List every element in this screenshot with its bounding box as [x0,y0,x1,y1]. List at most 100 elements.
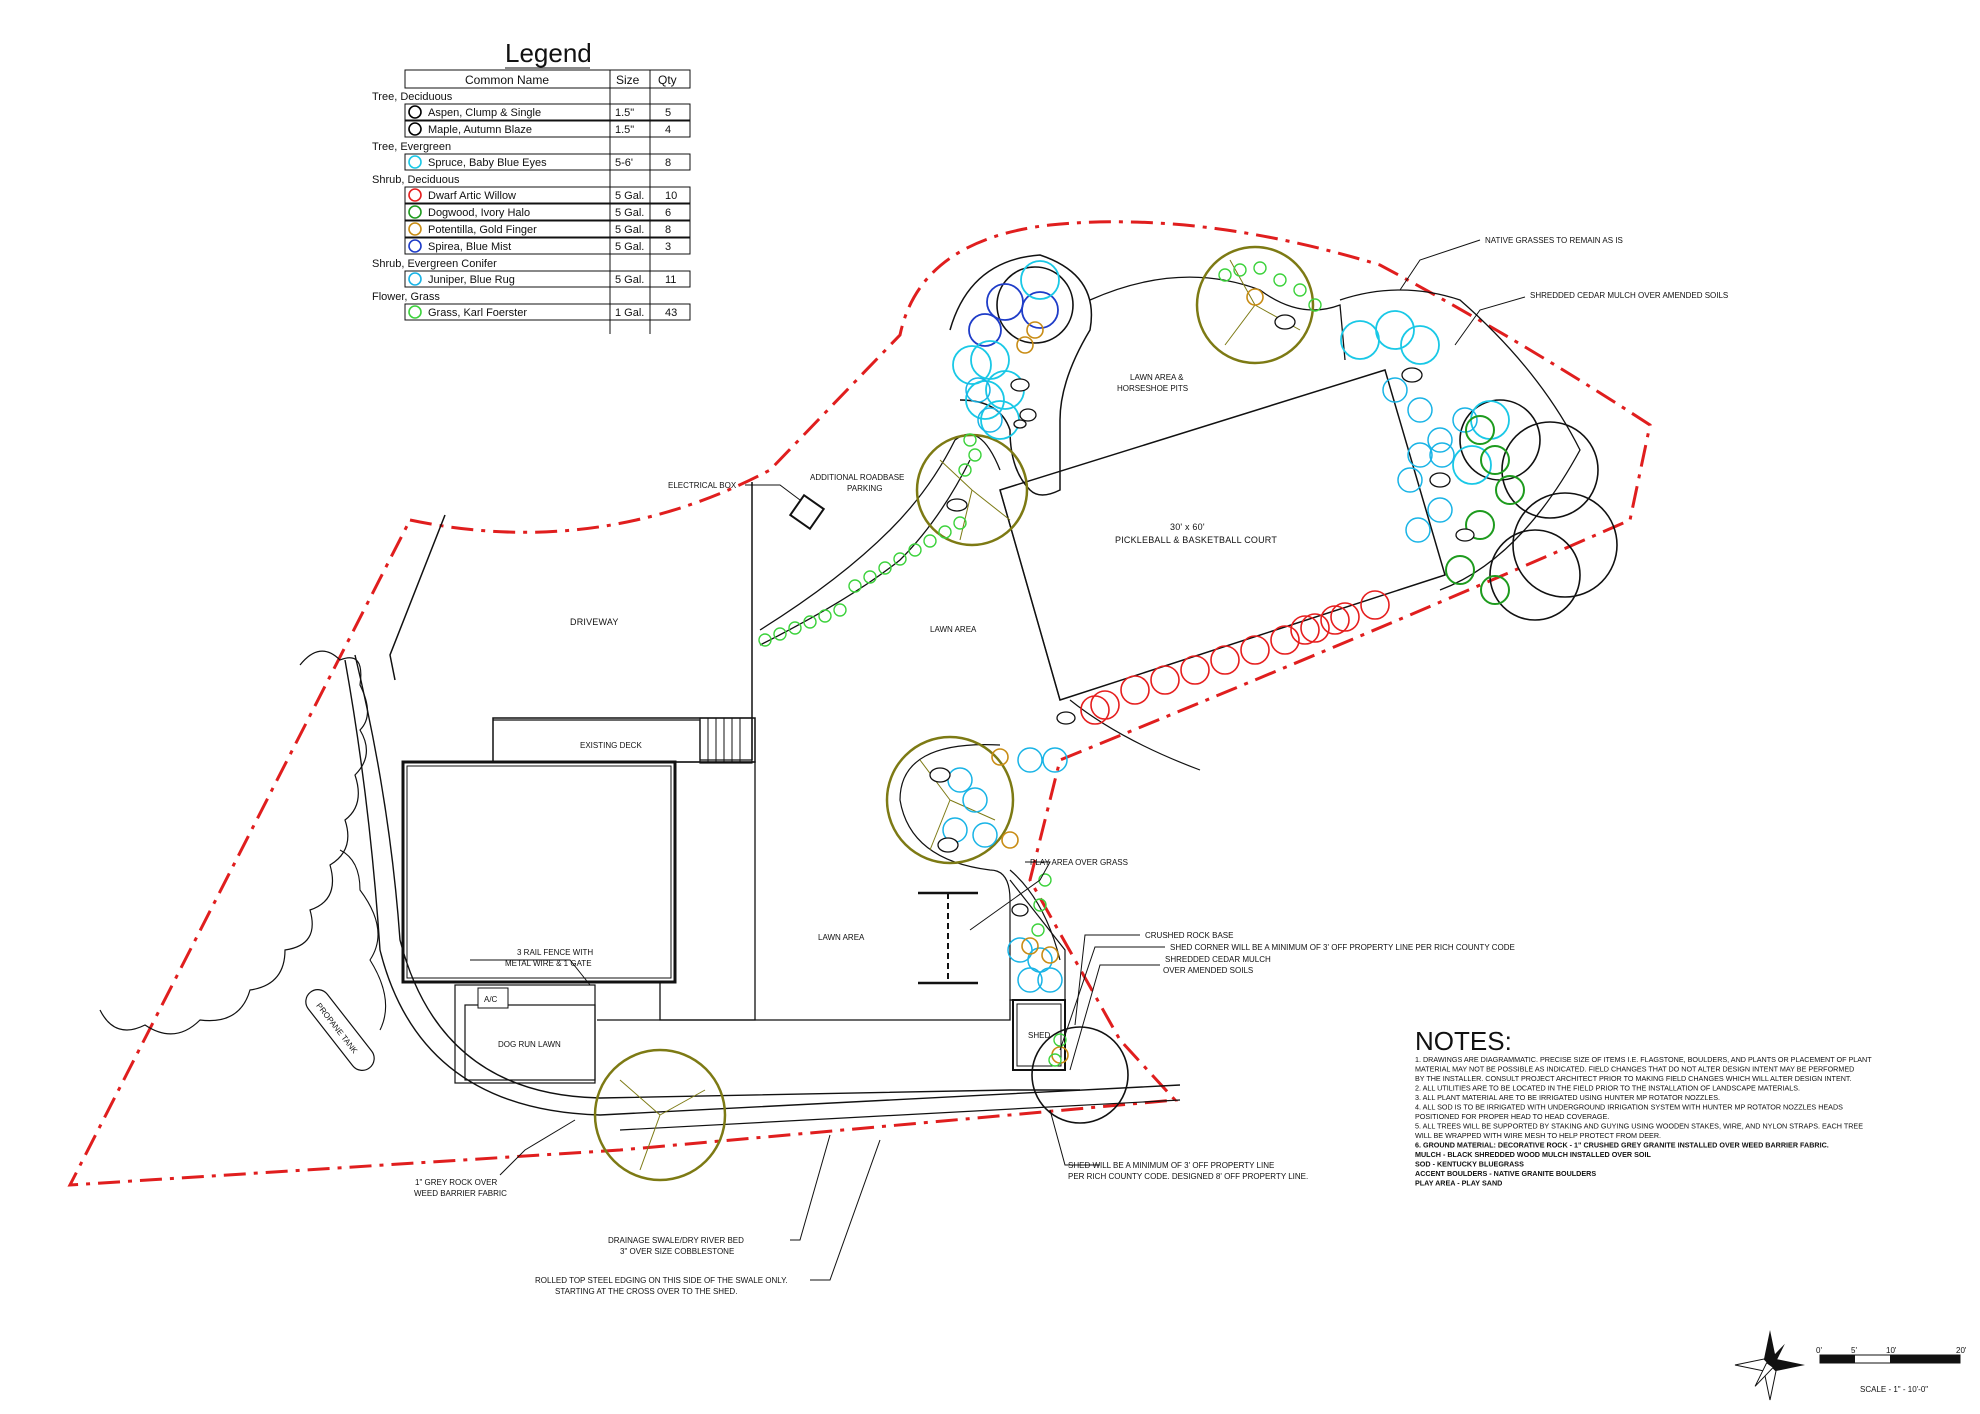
grass-plant [788,621,802,635]
native-grasses-label: NATIVE GRASSES TO REMAIN AS IS [1485,236,1623,245]
willow-shrub [1090,690,1120,720]
spruce-shrub [1020,260,1060,300]
mulch-label-1: SHREDDED CEDAR MULCH [1165,955,1271,964]
juniper-shrub [1405,517,1431,543]
legend-item-qty: 3 [665,241,671,253]
potentilla-shrub [1026,321,1044,339]
maple-tree [885,735,1015,865]
note-line: 3. ALL PLANT MATERIAL ARE TO BE IRRIGATE… [1415,1093,1720,1102]
note-line: MATERIAL MAY NOT BE POSSIBLE AS INDICATE… [1415,1065,1854,1074]
grass-plant [1218,268,1232,282]
grass-plant [958,463,972,477]
legend-item-size: 5 Gal. [615,241,644,253]
legend-header-name: Common Name [465,73,549,87]
note-line: ACCENT BOULDERS - NATIVE GRANITE BOULDER… [1415,1169,1596,1178]
dogwood-shrub [1480,575,1510,605]
maple-tree [1195,245,1315,365]
legend-title: Legend [505,38,592,68]
spirea-shrub [968,313,1002,347]
shed-min-label-1: SHED WILL BE A MINIMUM OF 3' OFF PROPERT… [1068,1161,1274,1170]
spirea-shrub [1021,291,1059,329]
juniper-shrub [947,767,973,793]
grass-plant [963,433,977,447]
spruce-shrub [1452,445,1492,485]
court-label-2: PICKLEBALL & BASKETBALL COURT [1115,535,1277,545]
lawn-area-label-1: LAWN AREA [930,625,977,634]
juniper-shrub [1382,377,1408,403]
juniper-shrub [977,407,1003,433]
notes-lines: 1. DRAWINGS ARE DIAGRAMMATIC. PRECISE SI… [1415,1055,1872,1188]
legend-item-size: 5 Gal. [615,224,644,236]
legend-item-qty: 8 [665,224,671,236]
maple-tree [593,1048,727,1182]
legend-item-size: 1.5" [615,124,634,136]
legend-item-name: Spirea, Blue Mist [428,241,511,253]
legend-category: Tree, Deciduous [372,91,453,103]
notes-block: NOTES: 1. DRAWINGS ARE DIAGRAMMATIC. PRE… [1415,1026,1872,1188]
callouts [470,239,1526,1281]
aspen-tree [996,266,1074,344]
north-arrow-icon [1734,1330,1805,1401]
potentilla-shrub [1001,831,1019,849]
drainage-swale [344,654,1181,1131]
legend-item-size: 5 Gal. [615,274,644,286]
aspen-tree [1489,529,1581,621]
potentilla-shrub [1021,937,1039,955]
dogwood-shrub [1495,475,1525,505]
grass-plant [1293,283,1307,297]
legend-item-name: Spruce, Baby Blue Eyes [428,157,547,169]
grass-plant [758,633,772,647]
swale-label-1: DRAINAGE SWALE/DRY RIVER BED [608,1236,744,1245]
spruce-shrub [1375,310,1415,350]
scale-ticks: 0'5'10'20' [1816,1346,1967,1355]
juniper-icon [408,272,422,286]
grey-rock-label-1: 1" GREY ROCK OVER [415,1178,497,1187]
grass-plant [1253,261,1267,275]
scale-bar: 0'5'10'20' SCALE - 1" - 10'-0" [1816,1346,1967,1394]
legend-item-qty: 5 [665,107,671,119]
mulch-label-2: OVER AMENDED SOILS [1163,966,1253,975]
electrical-box [788,493,826,531]
grass-plant [878,561,892,575]
legend-item-qty: 10 [665,190,677,202]
juniper-shrub [1452,407,1478,433]
juniper-shrub [1017,967,1043,993]
dog-run-label: DOG RUN LAWN [498,1040,561,1049]
scale-tick: 5' [1851,1346,1857,1355]
legend-category: Shrub, Deciduous [372,174,460,186]
dogwood-shrub [1465,510,1495,540]
grass-plant [1048,1053,1062,1067]
electrical-box-label: ELECTRICAL BOX [668,481,737,490]
legend-item-size: 5 Gal. [615,190,644,202]
existing-deck-label: EXISTING DECK [580,741,642,750]
note-line: SOD - KENTUCKY BLUEGRASS [1415,1160,1524,1169]
grass-plant [1053,1033,1067,1047]
juniper-shrub [1007,937,1033,963]
aspen-tree [1031,1026,1129,1124]
note-line: 1. DRAWINGS ARE DIAGRAMMATIC. PRECISE SI… [1415,1055,1872,1064]
spruce-shrub [952,345,992,385]
spruce-shrub [1400,325,1440,365]
aspen-tree [1501,421,1599,519]
court-label-1: 30' x 60' [1170,522,1205,532]
shed-corner-label: SHED CORNER WILL BE A MINIMUM OF 3' OFF … [1170,943,1515,952]
court-area: 30' x 60' PICKLEBALL & BASKETBALL COURT [999,369,1446,701]
legend-item-name: Juniper, Blue Rug [428,274,515,286]
grass-plant [818,609,832,623]
scale-label: SCALE - 1" - 10'-0" [1860,1385,1928,1394]
edging-label-2: STARTING AT THE CROSS OVER TO THE SHED. [555,1287,737,1296]
shed-min-label-2: PER RICH COUNTY CODE. DESIGNED 8' OFF PR… [1068,1172,1308,1181]
maple-trees [593,245,1315,1182]
juniper-shrub [1042,747,1068,773]
juniper-shrub [1037,967,1063,993]
grass-icon [408,305,422,319]
scale-tick: 10' [1886,1346,1897,1355]
east-bed-outline [1339,289,1581,591]
grass-plant [803,615,817,629]
north-bed-outline [949,254,1093,496]
driveway-label: DRIVEWAY [570,617,619,627]
spruce-icon [408,155,422,169]
lawn-horseshoe-label-1: LAWN AREA & [1130,373,1184,382]
